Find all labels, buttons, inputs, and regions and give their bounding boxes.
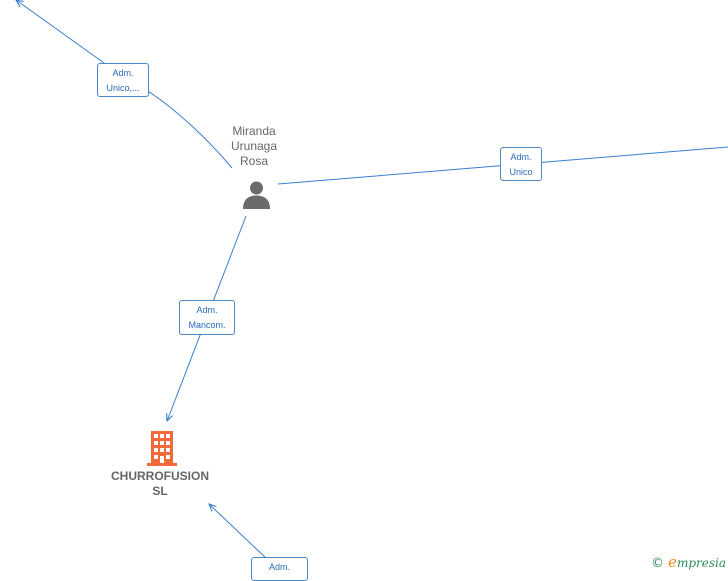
edge-label-line: Adm. <box>510 152 532 162</box>
edge-line-adm-bottom <box>209 504 269 561</box>
edge-label-line: Unico <box>509 167 533 177</box>
brand-initial: e <box>668 553 677 571</box>
person-name-line: Rosa <box>239 154 268 168</box>
edge-label-line: Mancom. <box>188 320 226 330</box>
edge-label-adm-mancom[interactable]: Adm. Mancom. <box>179 300 235 335</box>
person-name[interactable]: Miranda Urunaga Rosa <box>204 124 304 169</box>
company-name-line: CHURROFUSION <box>111 469 209 483</box>
building-icon[interactable] <box>146 430 178 471</box>
person-name-line: Urunaga <box>230 139 278 153</box>
copyright-symbol: © <box>651 556 665 571</box>
edge-label-adm-bottom[interactable]: Adm. <box>251 557 308 581</box>
brand-rest: mpresia <box>676 556 726 570</box>
edge-label-adm-unico-right[interactable]: Adm. Unico <box>500 147 542 181</box>
edge-label-line: Adm. <box>268 562 290 572</box>
edge-label-line: Adm. <box>196 305 218 315</box>
edge-label-line: Adm. <box>112 68 134 78</box>
person-icon[interactable] <box>241 180 272 215</box>
person-name-line: Miranda <box>232 124 276 138</box>
edge-label-line: Unico,... <box>106 83 140 93</box>
company-name[interactable]: CHURROFUSION SL <box>95 469 225 499</box>
empresia-brand: ©empresia <box>651 553 726 571</box>
company-name-line: SL <box>152 484 168 498</box>
edge-label-adm-unico-top[interactable]: Adm. Unico,... <box>97 63 149 97</box>
